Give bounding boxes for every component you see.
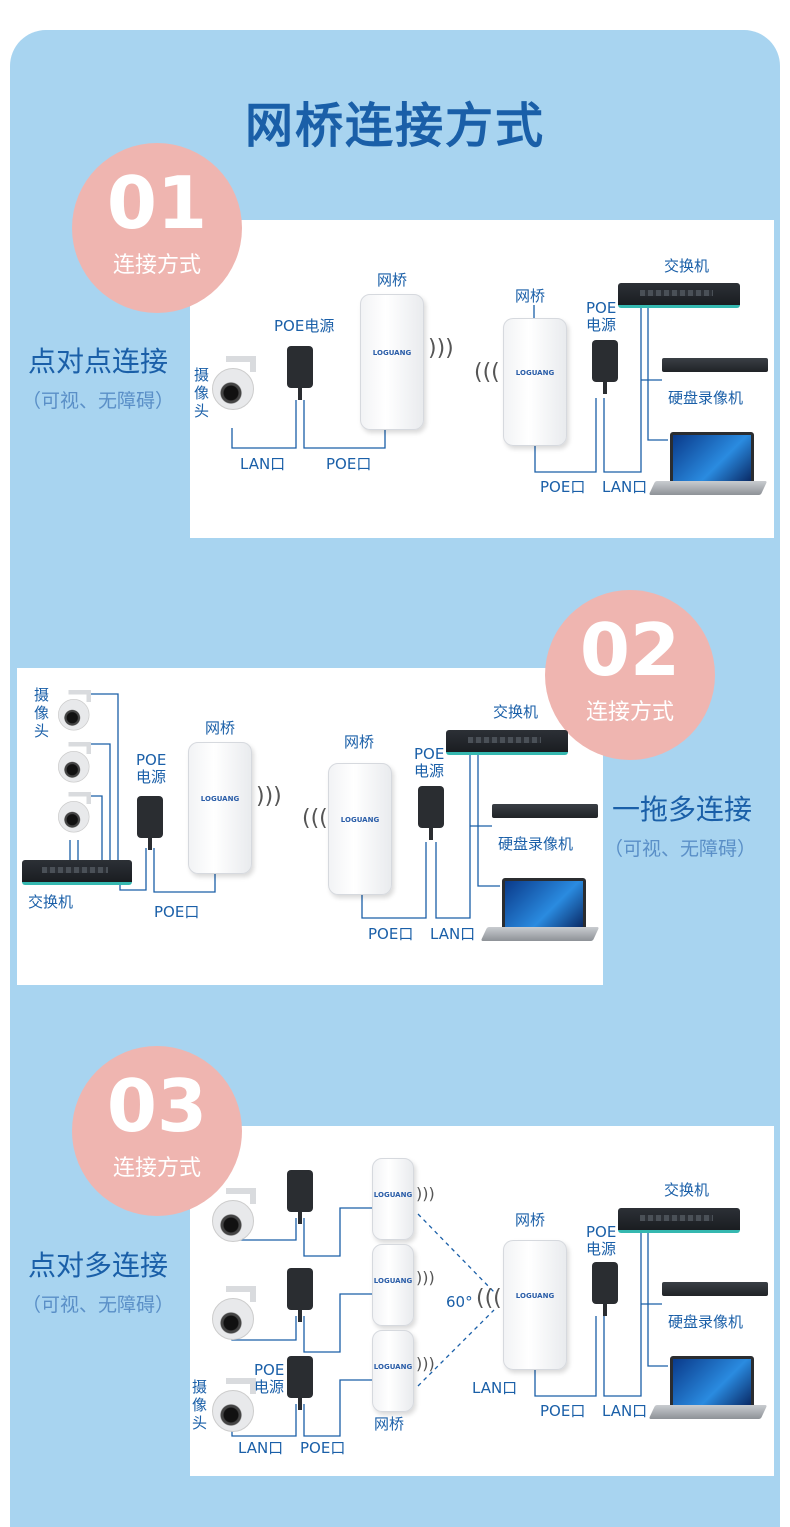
signal-icon: ((( [474,360,500,385]
poe-port-label: POE口 [154,903,200,921]
nvr-label: 硬盘录像机 [668,389,744,407]
bridge-logo: LOGUANG [372,348,412,357]
bridge-label: 网桥 [374,1415,405,1433]
bridge-logo: LOGUANG [373,1277,413,1285]
section-heading: 点对多连接 [28,1249,169,1282]
poe-adapter-icon [287,1356,313,1410]
bridge-label: 网桥 [344,733,375,751]
section-subtitle: 连接方式 [112,253,201,278]
poe-adapter-icon [287,1268,313,1322]
signal-icon: ))) [416,1268,435,1287]
lan-port-label: LAN口 [240,455,286,473]
wireless-bridge-icon: LOGUANG [360,294,424,430]
poe-power-label: POE电源 [414,745,445,781]
bridge-label: 网桥 [515,287,546,305]
nvr-label: 硬盘录像机 [668,1313,744,1331]
nvr-label: 硬盘录像机 [498,835,574,853]
poe-port-label: POE口 [540,478,586,496]
nvr-icon [662,358,768,372]
section-note: （可视、无障碍） [604,838,757,860]
angle-label: 60° [446,1293,473,1311]
section-badge-1: 01 连接方式 [72,143,242,313]
section-subtitle: 连接方式 [112,1156,201,1181]
nvr-icon [662,1282,768,1296]
wireless-bridge-icon: LOGUANG [188,742,252,874]
poe-power-label: POE电源 [254,1361,285,1397]
wireless-bridge-icon: LOGUANG [372,1158,414,1240]
bridge-logo: LOGUANG [200,795,240,803]
lan-port-label: LAN口 [238,1439,284,1457]
poe-adapter-icon [418,786,444,840]
poe-adapter-icon [287,346,313,400]
bridge-logo: LOGUANG [340,816,380,824]
signal-icon: ))) [416,1184,435,1203]
poe-port-label: POE口 [300,1439,346,1457]
wireless-bridge-icon: LOGUANG [372,1244,414,1326]
camera-label: 摄像头 [194,366,210,420]
signal-icon: ((( [302,806,328,831]
signal-icon: ))) [416,1354,435,1373]
lan-port-label: LAN口 [430,925,476,943]
bridge-label: 网桥 [205,719,236,737]
bridge-logo: LOGUANG [515,369,555,378]
poe-adapter-icon [592,1262,618,1316]
section-heading: 一拖多连接 [612,793,753,826]
poe-power-label: POE电源 [136,751,167,787]
switch-label: 交换机 [664,257,710,275]
bridge-label: 网桥 [515,1211,546,1229]
section-badge-2: 02 连接方式 [545,590,715,760]
signal-icon: ((( [476,1286,502,1311]
section-number: 02 [579,608,681,692]
network-switch-icon [446,730,568,755]
section-note: （可视、无障碍） [22,390,175,412]
bridge-logo: LOGUANG [373,1191,413,1199]
poe-power-label: POE电源 [586,299,617,335]
signal-icon: ))) [428,336,454,361]
poe-port-label: POE口 [326,455,372,473]
section-subtitle: 连接方式 [585,700,674,725]
section-number: 01 [106,161,208,245]
wireless-bridge-icon: LOGUANG [503,1240,567,1370]
network-switch-icon [618,1208,740,1233]
lan-port-label: LAN口 [602,1402,648,1420]
section-heading: 点对点连接 [28,345,169,378]
lan-port-label: LAN口 [602,478,648,496]
section-number: 03 [106,1064,208,1148]
switch-label: 交换机 [493,703,539,721]
poe-port-label: POE口 [368,925,414,943]
nvr-icon [492,804,598,818]
network-switch-icon [618,283,740,308]
section-badge-3: 03 连接方式 [72,1046,242,1216]
wireless-bridge-icon: LOGUANG [328,763,392,895]
wireless-bridge-icon: LOGUANG [372,1330,414,1412]
network-switch-icon [22,860,132,885]
camera-label: 摄像头 [34,686,50,740]
poe-power-label: POE电源 [274,317,335,335]
poe-adapter-icon [137,796,163,850]
poe-adapter-icon [592,340,618,394]
switch-label: 交换机 [664,1181,710,1199]
poe-port-label: POE口 [540,1402,586,1420]
bridge-label: 网桥 [377,271,408,289]
signal-icon: ))) [256,784,282,809]
poe-adapter-icon [287,1170,313,1224]
camera-label: 摄像头 [192,1378,208,1432]
lan-port-label: LAN口 [472,1379,518,1397]
page-title: 网桥连接方式 [244,98,545,154]
poe-power-label: POE电源 [586,1223,617,1259]
wireless-bridge-icon: LOGUANG [503,318,567,446]
bridge-logo: LOGUANG [515,1292,555,1301]
section-note: （可视、无障碍） [22,1294,175,1316]
bridge-logo: LOGUANG [373,1363,413,1371]
switch-label: 交换机 [28,893,74,911]
